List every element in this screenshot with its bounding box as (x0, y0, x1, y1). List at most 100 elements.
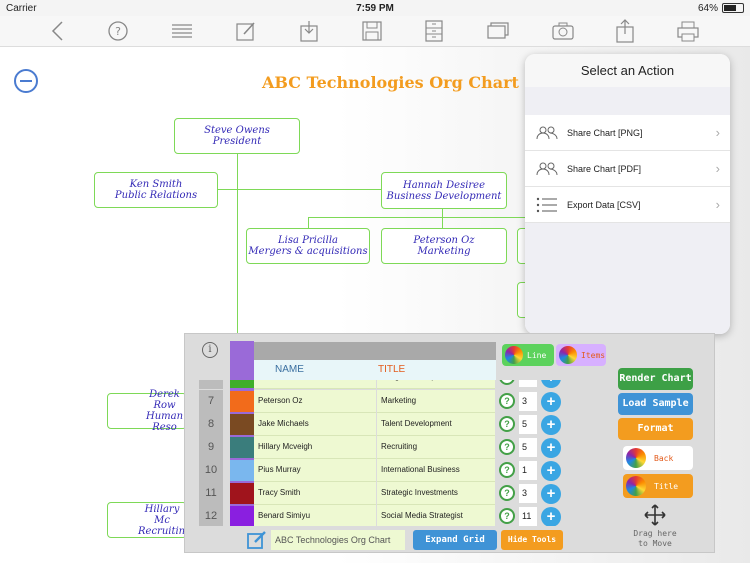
title-cell[interactable]: Talent Development (377, 413, 495, 436)
chevron-right-icon: › (715, 125, 720, 140)
help-icon[interactable]: ? (499, 485, 515, 501)
name-cell[interactable]: Tracy Smith (254, 482, 376, 505)
row-color-swatch[interactable] (230, 380, 254, 388)
title-column-header[interactable]: TITLE (378, 364, 406, 375)
add-child-button[interactable]: + (541, 507, 561, 526)
expand-grid-button[interactable]: Expand Grid (413, 530, 497, 550)
drag-handle[interactable]: Drag here to Move (630, 504, 680, 549)
title-cell[interactable]: International Business (377, 459, 495, 482)
add-child-button[interactable]: + (541, 484, 561, 504)
row-color-swatch[interactable] (230, 483, 254, 504)
title-color-button[interactable]: Title (623, 474, 693, 498)
count-cell[interactable]: 1 (519, 461, 537, 480)
download-icon[interactable] (297, 20, 321, 42)
export-csv-item[interactable]: Export Data [CSV] › (525, 187, 730, 223)
hide-tools-button[interactable]: Hide Tools (501, 530, 563, 550)
chart-title-input[interactable]: ABC Technologies Org Chart (271, 530, 405, 550)
title-cell[interactable]: Mergers & acquisitions (377, 380, 495, 389)
row-color-swatch[interactable] (230, 391, 254, 412)
load-sample-button[interactable]: Load Sample (618, 393, 693, 415)
row-number: 8 (199, 413, 223, 436)
name-cell[interactable]: Hillary Mcveigh (254, 436, 376, 459)
name-cell[interactable]: Lisa Pricilla (254, 380, 376, 389)
people-icon (535, 161, 559, 177)
name-cell[interactable]: Pius Murray (254, 459, 376, 482)
list-icon[interactable] (170, 20, 194, 42)
cabinet-icon[interactable] (422, 20, 446, 42)
edit-icon[interactable] (234, 20, 258, 42)
share-pdf-item[interactable]: Share Chart [PDF]› (525, 151, 730, 187)
row-color-swatch[interactable] (230, 414, 254, 435)
info-icon[interactable]: i (202, 342, 218, 358)
chevron-right-icon: › (715, 197, 720, 212)
connector-line (308, 217, 309, 228)
node-role: Mergers & acquisitions (248, 246, 368, 257)
chart-title: ABC Technologies Org Chart (262, 73, 519, 92)
help-icon[interactable]: ? (499, 380, 515, 385)
add-child-button[interactable]: + (541, 380, 561, 388)
name-cell[interactable]: Benard Simiyu (254, 505, 376, 526)
help-icon[interactable]: ? (499, 508, 515, 524)
help-icon[interactable]: ? (499, 393, 515, 409)
title-cell[interactable]: Recruiting (377, 436, 495, 459)
carrier-label: Carrier (6, 2, 37, 14)
count-cell[interactable]: 5 (519, 438, 537, 457)
name-column-header[interactable]: NAME (275, 364, 304, 375)
row-color-swatch[interactable] (230, 460, 254, 481)
item-label: Export Data [CSV] (567, 199, 641, 210)
edit-title-icon[interactable] (247, 530, 267, 550)
help-icon[interactable]: ? (499, 416, 515, 432)
back-color-button[interactable]: Back (623, 446, 693, 470)
toolbar: ? (0, 16, 750, 47)
count-cell[interactable]: 3 (519, 484, 537, 503)
title-cell[interactable]: Social Media Strategist (377, 505, 495, 526)
title-cell[interactable]: Strategic Investments (377, 482, 495, 505)
count-cell[interactable]: 5 (519, 415, 537, 434)
row-color-swatch[interactable] (230, 506, 254, 526)
add-child-button[interactable]: + (541, 415, 561, 435)
back-icon[interactable] (45, 20, 69, 42)
add-child-button[interactable]: + (541, 392, 561, 412)
add-child-button[interactable]: + (541, 461, 561, 481)
add-child-button[interactable]: + (541, 438, 561, 458)
help-icon[interactable]: ? (499, 439, 515, 455)
save-icon[interactable] (360, 20, 384, 42)
share-png-item[interactable]: Share Chart [PNG]› (525, 115, 730, 151)
render-chart-button[interactable]: Render Chart (618, 368, 693, 390)
windows-icon[interactable] (486, 20, 510, 42)
clock: 7:59 PM (356, 2, 394, 14)
name-cell[interactable]: Jake Michaels (254, 413, 376, 436)
count-cell[interactable] (519, 380, 537, 387)
node-role: Recruitin (138, 525, 186, 537)
help-icon[interactable]: ? (499, 462, 515, 478)
name-cell[interactable]: Peterson Oz (254, 390, 376, 413)
items-color-button[interactable]: Items (556, 344, 606, 366)
line-color-button[interactable]: Line (502, 344, 554, 366)
row-color-swatch[interactable] (230, 437, 254, 458)
count-cell[interactable]: 11 (519, 507, 537, 526)
print-icon[interactable] (676, 20, 700, 42)
count-cell[interactable]: 3 (519, 392, 537, 411)
format-button[interactable]: Format (618, 418, 693, 440)
popover-title: Select an Action (525, 54, 730, 87)
share-icon[interactable] (613, 19, 637, 43)
help-icon[interactable]: ? (106, 20, 130, 42)
camera-icon[interactable] (551, 20, 575, 42)
zoom-out-button[interactable] (14, 69, 38, 93)
title-cell[interactable]: Marketing (377, 390, 495, 413)
